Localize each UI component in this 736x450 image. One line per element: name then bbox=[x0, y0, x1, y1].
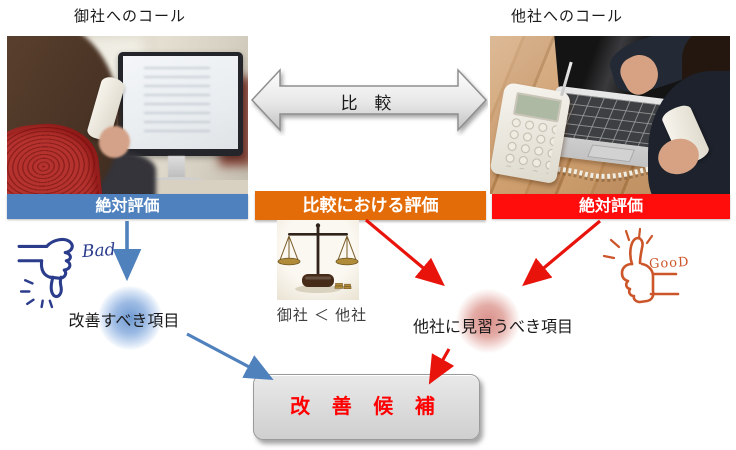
compare-label: 比 較 bbox=[340, 94, 398, 113]
learn-item-label: 他社に見習うべき項目 bbox=[412, 319, 573, 336]
right-evaluation-bar: 絶対評価 bbox=[492, 194, 730, 219]
thumbs-up-icon bbox=[602, 227, 680, 304]
balance-scale-photo bbox=[277, 220, 359, 300]
center-evaluation-bar: 比較における評価 bbox=[255, 191, 486, 220]
good-label: GooD bbox=[648, 254, 690, 273]
phone-keypad bbox=[501, 115, 557, 174]
desktop-monitor bbox=[117, 51, 244, 157]
balance-scale-icon bbox=[277, 223, 359, 293]
bad-label: Bad bbox=[81, 239, 117, 263]
thumbs-down-icon bbox=[17, 237, 74, 309]
left-column-title: 御社へのコール bbox=[73, 8, 186, 25]
arrow-right-bar-to-learn bbox=[522, 219, 602, 287]
left-evaluation-bar: 絶対評価 bbox=[7, 194, 248, 219]
scale-caption: 御社 ＜ 他社 bbox=[276, 307, 368, 324]
improve-highlight-circle bbox=[98, 286, 162, 350]
learn-highlight-circle bbox=[456, 289, 520, 353]
compare-arrow bbox=[250, 68, 488, 132]
arrow-improve-to-result bbox=[186, 332, 274, 381]
improvement-candidate-box: 改 善 候 補 bbox=[253, 374, 480, 440]
monitor-stand bbox=[168, 156, 186, 179]
right-column-title: 他社へのコール bbox=[510, 8, 623, 25]
own-company-call-photo bbox=[7, 36, 248, 194]
improve-item-label: 改善すべき項目 bbox=[68, 313, 180, 330]
other-company-call-photo bbox=[490, 36, 730, 194]
monitor-screen bbox=[122, 55, 239, 149]
arrow-center-bar-to-learn bbox=[364, 218, 445, 287]
